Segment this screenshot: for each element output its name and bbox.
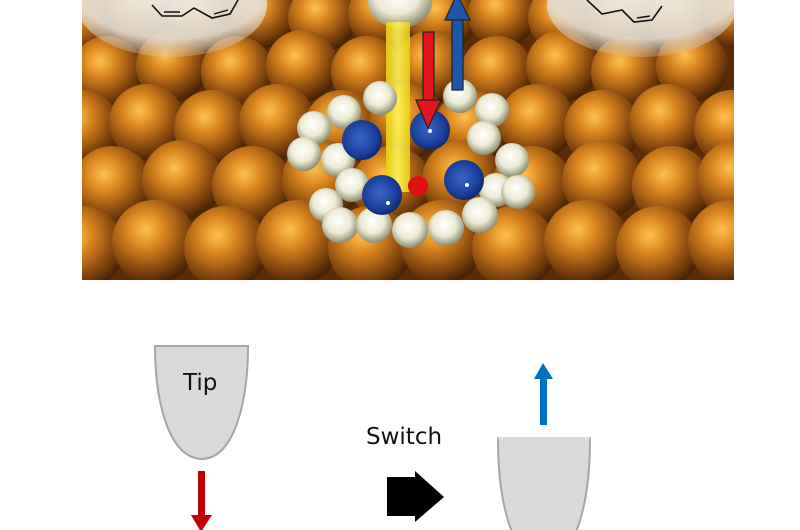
molecule	[287, 79, 535, 248]
molecule-bubble-left	[82, 0, 267, 57]
tip-label: Tip	[183, 370, 218, 396]
arrow-up-blue-icon	[444, 0, 471, 91]
switch-schematic	[153, 345, 592, 530]
tip-shape-left	[153, 345, 250, 461]
surface-illustration	[82, 0, 734, 280]
molecule-surface-rendering	[82, 0, 734, 280]
arrow-down-icon	[191, 471, 212, 530]
stm-tip	[368, 0, 432, 28]
molecule-bubble-right	[547, 0, 734, 57]
arrow-down-red-icon	[415, 31, 442, 130]
tip-shape-right	[496, 437, 592, 530]
switch-arrow-icon	[387, 471, 444, 522]
arrow-up-icon	[534, 363, 553, 425]
switch-label: Switch	[366, 424, 443, 450]
